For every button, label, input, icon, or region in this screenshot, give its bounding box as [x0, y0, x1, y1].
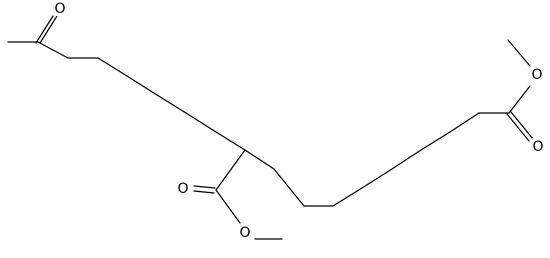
bond — [508, 85, 531, 114]
oxygen-atom: O — [531, 66, 543, 83]
bond-lines — [7, 15, 534, 240]
bond — [193, 185, 216, 189]
bond — [244, 149, 275, 170]
bond — [507, 39, 531, 67]
atom-label-o: O — [239, 225, 250, 241]
bond — [215, 189, 241, 224]
bond — [126, 75, 158, 96]
bond — [391, 149, 422, 170]
atom-label-o: O — [177, 181, 188, 197]
bond — [97, 57, 128, 77]
bond — [273, 168, 305, 207]
bond — [510, 111, 534, 140]
bond — [39, 15, 58, 44]
bond — [215, 149, 246, 191]
oxygen-atom: O — [54, 0, 66, 17]
bond — [215, 131, 246, 151]
bond — [156, 94, 187, 114]
atom-label-o: O — [54, 1, 65, 17]
bond — [193, 190, 215, 194]
atom-label-o: O — [531, 67, 542, 83]
bond — [420, 131, 451, 151]
bond — [449, 112, 480, 133]
bond — [35, 15, 54, 44]
atom-labels: O O O O O — [54, 0, 544, 241]
bond — [506, 113, 530, 142]
bond — [37, 41, 69, 59]
bond — [185, 112, 217, 133]
bond — [332, 187, 363, 207]
oxygen-atom: O — [177, 180, 189, 197]
oxygen-atom: O — [239, 224, 251, 241]
atom-label-o: O — [532, 139, 543, 155]
bond — [361, 168, 393, 189]
oxygen-atom: O — [532, 138, 544, 155]
